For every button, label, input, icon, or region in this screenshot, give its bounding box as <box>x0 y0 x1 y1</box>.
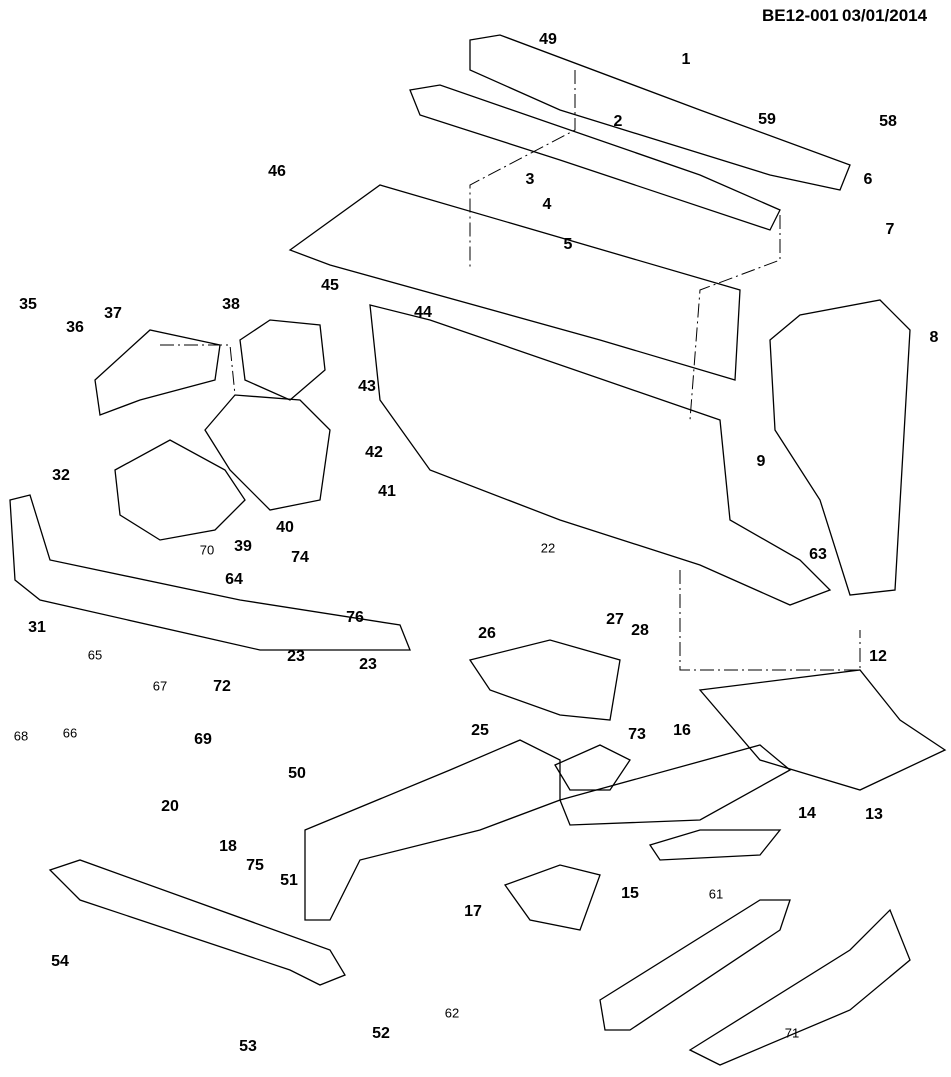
callout-31: 31 <box>28 619 46 636</box>
callout-59: 59 <box>758 111 776 128</box>
part-71-rail <box>688 908 911 1066</box>
part-61-rail <box>599 899 791 1031</box>
callout-8: 8 <box>929 329 939 346</box>
callout-75: 75 <box>246 857 264 874</box>
callout-64: 64 <box>225 571 243 588</box>
phantom-line <box>679 570 861 671</box>
part-38-strut-tower <box>239 319 326 401</box>
callout-14: 14 <box>798 805 816 822</box>
callout-1: 1 <box>681 51 691 68</box>
callout-72: 72 <box>213 678 231 695</box>
callout-74: 74 <box>291 549 309 566</box>
callout-62: 62 <box>444 1005 460 1021</box>
callout-32: 32 <box>52 467 70 484</box>
callout-23: 23 <box>287 648 305 665</box>
callout-37: 37 <box>104 305 122 322</box>
callout-49: 49 <box>539 31 557 48</box>
part-13-floor-pan <box>698 669 947 791</box>
callout-2: 2 <box>613 113 623 130</box>
callout-9: 9 <box>756 453 766 470</box>
callout-40: 40 <box>276 519 294 536</box>
part-31-radiator-support <box>9 494 411 651</box>
part-40-wheelhouse <box>204 394 331 511</box>
part-14-bracket <box>648 829 782 861</box>
callout-53: 53 <box>239 1038 257 1055</box>
callout-17: 17 <box>464 903 482 920</box>
callout-43: 43 <box>358 378 376 395</box>
part-54-crossmember <box>48 859 346 986</box>
callout-38: 38 <box>222 296 240 313</box>
part-1-cowl-bar <box>469 34 851 191</box>
part-42-dash-panel <box>369 304 832 606</box>
callout-6: 6 <box>863 171 873 188</box>
callout-22: 22 <box>540 540 556 556</box>
callout-66: 66 <box>62 725 78 741</box>
callout-25: 25 <box>471 722 489 739</box>
part-rail-main <box>304 739 561 921</box>
part-26-bracket <box>468 639 621 721</box>
part-2-upper-panel <box>409 84 781 231</box>
callout-46: 46 <box>268 163 286 180</box>
callout-26: 26 <box>478 625 496 642</box>
part-44-dash-upper <box>288 184 741 381</box>
callout-54: 54 <box>51 953 69 970</box>
part-39-apron <box>114 439 246 541</box>
callout-70: 70 <box>199 542 215 558</box>
callout-44: 44 <box>414 304 432 321</box>
callout-13: 13 <box>865 806 883 823</box>
diagram-date: 03/01/2014 <box>842 6 928 25</box>
callout-41: 41 <box>378 483 396 500</box>
callout-12: 12 <box>869 648 887 665</box>
callout-4: 4 <box>542 196 552 213</box>
diagram-id: BE12-001 <box>762 6 839 25</box>
callout-20: 20 <box>161 798 179 815</box>
callout-51: 51 <box>280 872 298 889</box>
callout-39: 39 <box>234 538 252 555</box>
part-37-rail-front <box>94 329 221 416</box>
callout-15: 15 <box>621 885 639 902</box>
callout-58: 58 <box>879 113 897 130</box>
callout-52: 52 <box>372 1025 390 1042</box>
callout-35: 35 <box>19 296 37 313</box>
callout-69: 69 <box>194 731 212 748</box>
phantom-line <box>469 70 576 270</box>
callout-16: 16 <box>673 722 691 739</box>
callout-27: 27 <box>606 611 624 628</box>
callout-23: 23 <box>359 656 377 673</box>
callout-18: 18 <box>219 838 237 855</box>
part-15-bracket <box>503 864 601 931</box>
part-16-rocker <box>559 744 792 826</box>
part-9-hinge-pillar <box>769 299 911 596</box>
callout-68: 68 <box>13 728 29 744</box>
callout-61: 61 <box>708 886 724 902</box>
phantom-line <box>160 344 236 396</box>
callout-45: 45 <box>321 277 339 294</box>
callout-65: 65 <box>87 647 103 663</box>
callout-28: 28 <box>631 622 649 639</box>
callout-71: 71 <box>784 1025 800 1041</box>
callout-73: 73 <box>628 726 646 743</box>
phantom-line <box>689 215 781 421</box>
callout-3: 3 <box>525 171 535 188</box>
callout-5: 5 <box>563 236 573 253</box>
callout-50: 50 <box>288 765 306 782</box>
callout-63: 63 <box>809 546 827 563</box>
callout-36: 36 <box>66 319 84 336</box>
callout-67: 67 <box>152 678 168 694</box>
callout-42: 42 <box>365 444 383 461</box>
callout-76: 76 <box>346 609 364 626</box>
part-73-bracket <box>554 744 631 791</box>
callout-7: 7 <box>885 221 895 238</box>
